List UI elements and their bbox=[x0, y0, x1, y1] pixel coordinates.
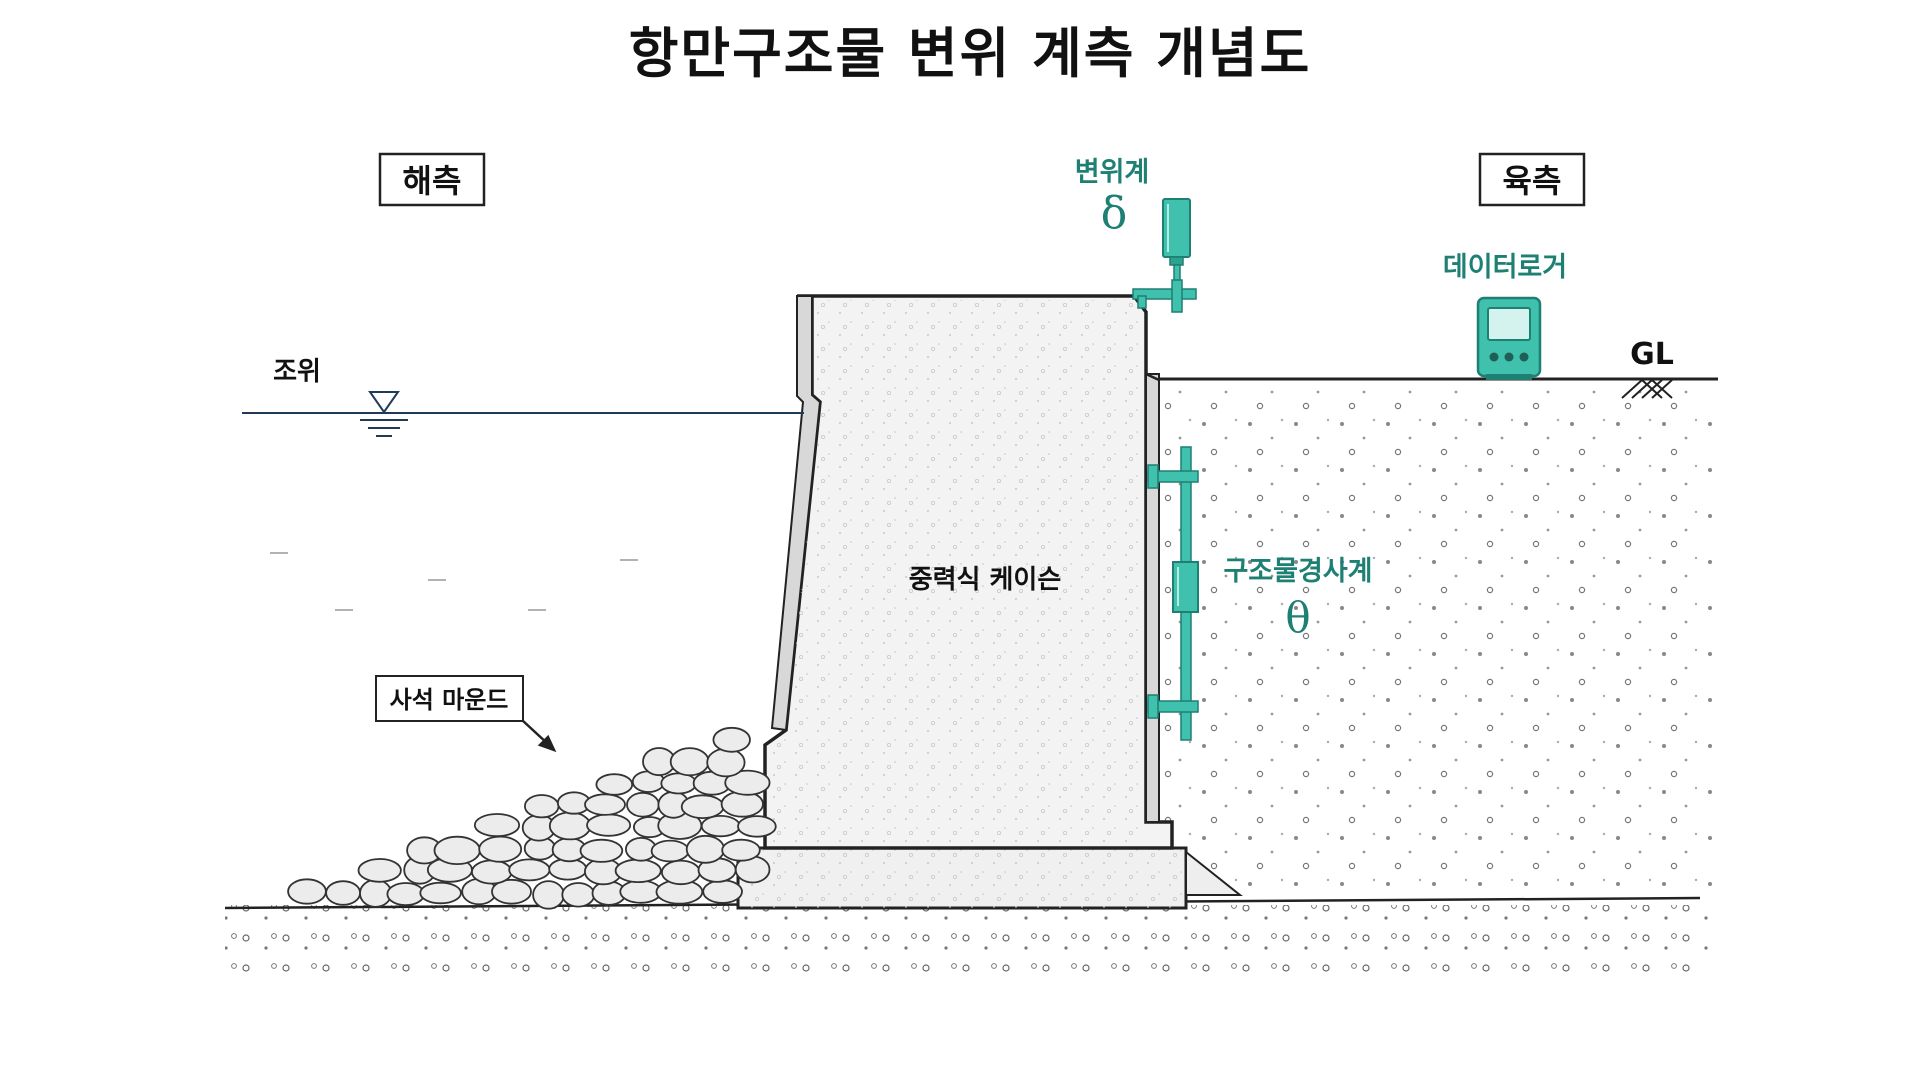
caisson-texture bbox=[768, 300, 1144, 846]
rubble-stone bbox=[471, 859, 513, 885]
rubble-stone bbox=[579, 838, 624, 863]
sea-side-box bbox=[378, 152, 486, 207]
rubble-stone bbox=[561, 882, 596, 908]
diagram-title: 항만구조물 변위 계측 개념도 bbox=[629, 22, 1312, 85]
land-side-label: 육측 bbox=[1503, 162, 1562, 200]
rubble-stone bbox=[680, 794, 725, 819]
rubble-stone bbox=[619, 879, 662, 904]
backfill-soil bbox=[1155, 380, 1715, 895]
rubble-mound bbox=[287, 726, 777, 910]
rubble-stone bbox=[700, 814, 741, 838]
rubble-stone bbox=[626, 791, 660, 818]
caisson-shoulder bbox=[1145, 372, 1160, 382]
rubble-stone bbox=[685, 834, 726, 864]
caisson-landside-wall bbox=[1145, 373, 1160, 823]
rubble-stone bbox=[287, 878, 327, 905]
caisson-label: 중력식 케이슨 bbox=[909, 565, 1062, 595]
rubble-stone bbox=[473, 813, 521, 838]
rubble-stone bbox=[548, 811, 592, 841]
tide-level-label: 조위 bbox=[273, 357, 321, 387]
rubble-stone bbox=[721, 838, 761, 862]
displacement-meter-icon bbox=[1132, 198, 1197, 313]
rubble-stone bbox=[737, 815, 777, 838]
rubble-stone bbox=[586, 813, 632, 837]
rubble-mound-arrow-icon bbox=[521, 719, 557, 753]
rubble-stone bbox=[712, 726, 751, 753]
water-surface-marks bbox=[270, 552, 638, 611]
rubble-stone bbox=[595, 773, 634, 796]
rubble-stone bbox=[325, 880, 362, 906]
data-logger-icon bbox=[1476, 296, 1542, 380]
rubble-stone bbox=[661, 859, 701, 886]
inclinometer-icon bbox=[1147, 446, 1199, 741]
rubble-stone bbox=[433, 835, 481, 866]
rubble-stone bbox=[357, 858, 402, 883]
rubble-stone bbox=[660, 772, 697, 795]
rubble-stone bbox=[584, 793, 626, 816]
displacement-symbol: δ bbox=[1101, 188, 1128, 239]
land-side-box bbox=[1478, 152, 1586, 207]
base-slab-slope bbox=[1185, 849, 1243, 896]
rubble-stone bbox=[532, 880, 565, 910]
rubble-stone bbox=[508, 858, 551, 882]
caisson-seaside-wall bbox=[770, 295, 822, 732]
displacement-meter-label: 변위계 bbox=[1075, 157, 1150, 188]
rubble-stone bbox=[386, 882, 425, 907]
rubble-stone bbox=[669, 747, 710, 777]
rubble-stone bbox=[478, 835, 523, 863]
rubble-stone bbox=[706, 747, 746, 778]
rubble-stone bbox=[491, 878, 532, 905]
rubble-stone bbox=[724, 769, 771, 796]
rubble-stone bbox=[702, 879, 743, 904]
rubble-stone bbox=[650, 839, 690, 863]
ground-level-hatch-icon bbox=[1621, 379, 1673, 399]
rubble-stone bbox=[524, 794, 560, 819]
rubble-mound-label: 사석 마운드 bbox=[390, 686, 509, 714]
inclinometer-label: 구조물경사계 bbox=[1223, 556, 1372, 587]
seabed-ground bbox=[225, 905, 1710, 975]
ground-level-label: GL bbox=[1630, 337, 1674, 372]
rubble-stone bbox=[614, 858, 662, 884]
base-slab-texture bbox=[738, 848, 1186, 908]
rubble-mound-label-box bbox=[375, 675, 524, 722]
water-level-icon bbox=[360, 391, 408, 437]
inclinometer-symbol: θ bbox=[1285, 593, 1310, 642]
rubble-stone bbox=[419, 881, 462, 905]
sea-side-label: 해측 bbox=[403, 162, 462, 200]
data-logger-label: 데이터로거 bbox=[1443, 252, 1567, 283]
rubble-stone bbox=[359, 879, 393, 908]
